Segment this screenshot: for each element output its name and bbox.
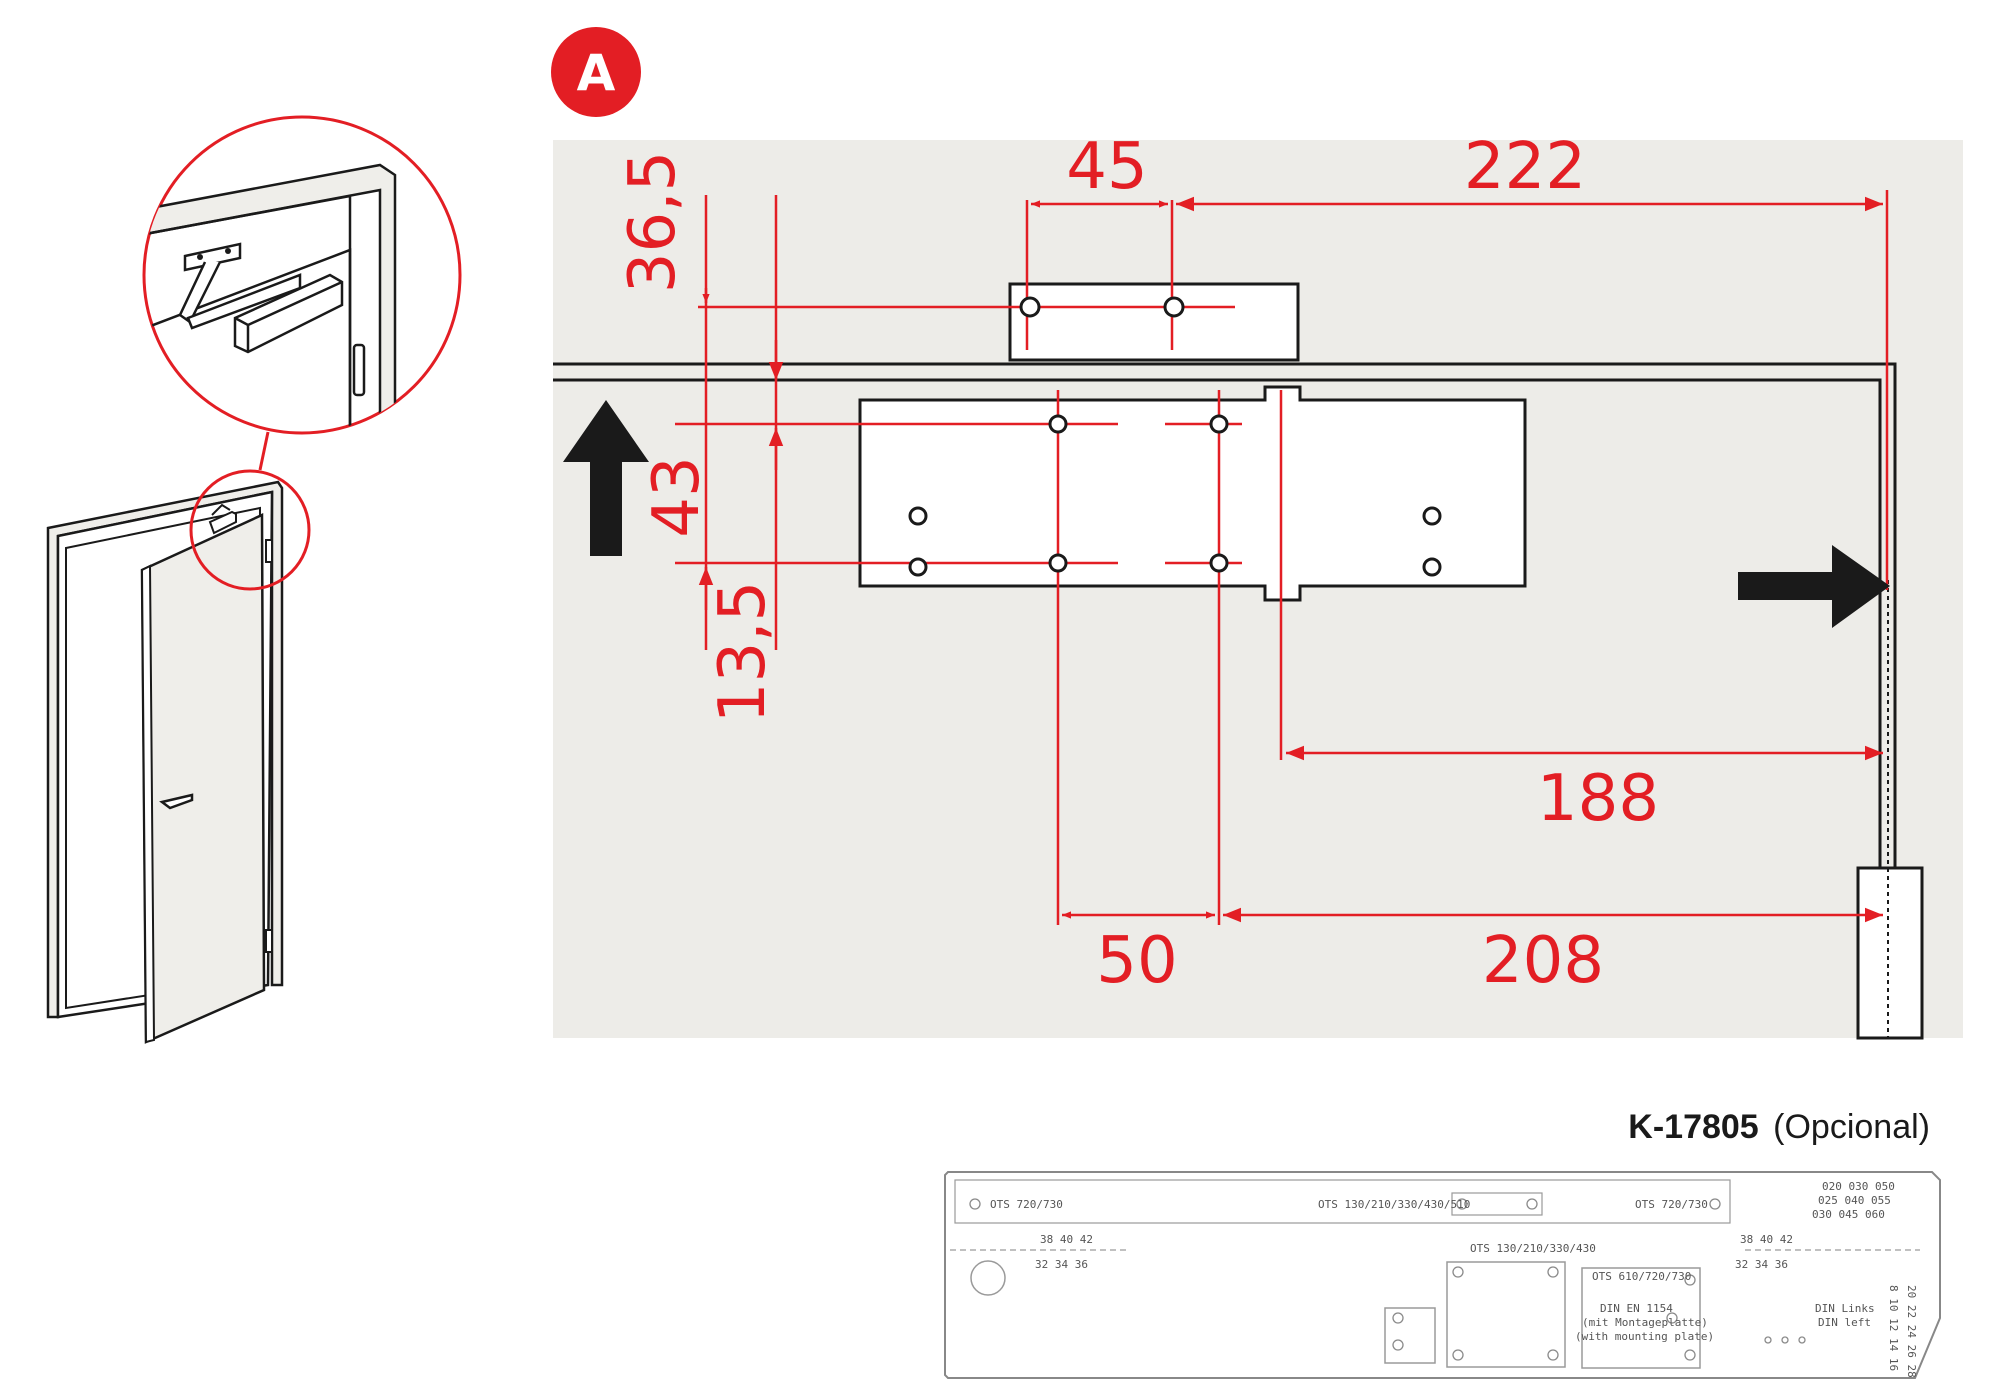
plate-label-3: OTS 720/730 <box>1635 1198 1708 1211</box>
closer-body <box>858 385 1527 602</box>
mounting-diagram: 45 222 188 50 208 36,5 43 13,5 <box>553 130 1963 1040</box>
dimension-13-5: 13,5 <box>706 581 780 724</box>
plate-label-13: DIN EN 1154 <box>1600 1302 1673 1315</box>
badge-label: A <box>577 44 616 102</box>
arrow-right-icon <box>1738 545 1890 628</box>
door-closer-detail-icon <box>142 115 462 471</box>
mounting-plate-template: OTS 720/730 OTS 130/210/330/430/510 OTS … <box>944 1171 1941 1379</box>
dimension-45: 45 <box>1066 130 1147 204</box>
plate-label-12: 030 045 060 <box>1812 1208 1885 1221</box>
frame-line <box>553 362 1897 1038</box>
plate-label-17: DIN left <box>1818 1316 1871 1329</box>
plate-label-2: OTS 130/210/330/430/510 <box>1318 1198 1470 1211</box>
mounting-holes <box>908 296 1442 577</box>
dimension-222: 222 <box>1464 130 1586 204</box>
arrow-up-icon <box>563 400 649 556</box>
door-leaf-line <box>553 378 1882 1038</box>
plate-label-15: (with mounting plate) <box>1575 1330 1714 1343</box>
dimension-208: 208 <box>1482 924 1604 998</box>
plate-label-6: 38 40 42 <box>1040 1233 1093 1246</box>
plate-label-11: 025 040 055 <box>1818 1194 1891 1207</box>
plate-label-4: OTS 130/210/330/430 <box>1470 1242 1596 1255</box>
plate-label-8: 38 40 42 <box>1740 1233 1793 1246</box>
accessory-code: K-17805 <box>1628 1108 1758 1146</box>
plate-label-7: 32 34 36 <box>1035 1258 1088 1271</box>
plate-label-14: (mit Montageplatte) <box>1582 1316 1708 1329</box>
plate-label-5: OTS 610/720/730 <box>1592 1270 1691 1283</box>
dimension-188: 188 <box>1537 762 1659 836</box>
door-icon <box>46 469 311 1044</box>
accessory-note: (Opcional) <box>1773 1108 1930 1146</box>
door-illustration <box>46 115 462 1044</box>
section-badge: A <box>551 27 641 117</box>
dimension-36-5: 36,5 <box>616 151 690 294</box>
reference-lines <box>675 190 1889 925</box>
dimension-50: 50 <box>1096 924 1177 998</box>
plate-label-1: OTS 720/730 <box>990 1198 1063 1211</box>
plate-label-9: 32 34 36 <box>1735 1258 1788 1271</box>
plate-label-16: DIN Links <box>1815 1302 1875 1315</box>
accessory-title: K-17805 (Opcional) <box>1628 1108 1930 1146</box>
dimension-43: 43 <box>640 456 714 537</box>
dimension-lines <box>698 196 1883 923</box>
plate-label-19: 20 22 24 26 28 <box>1905 1285 1918 1378</box>
hinge <box>1856 866 1924 1040</box>
plate-label-10: 020 030 050 <box>1822 1180 1895 1193</box>
arm-bracket <box>1008 282 1300 362</box>
plate-label-18: 8 10 12 14 16 <box>1887 1285 1900 1371</box>
